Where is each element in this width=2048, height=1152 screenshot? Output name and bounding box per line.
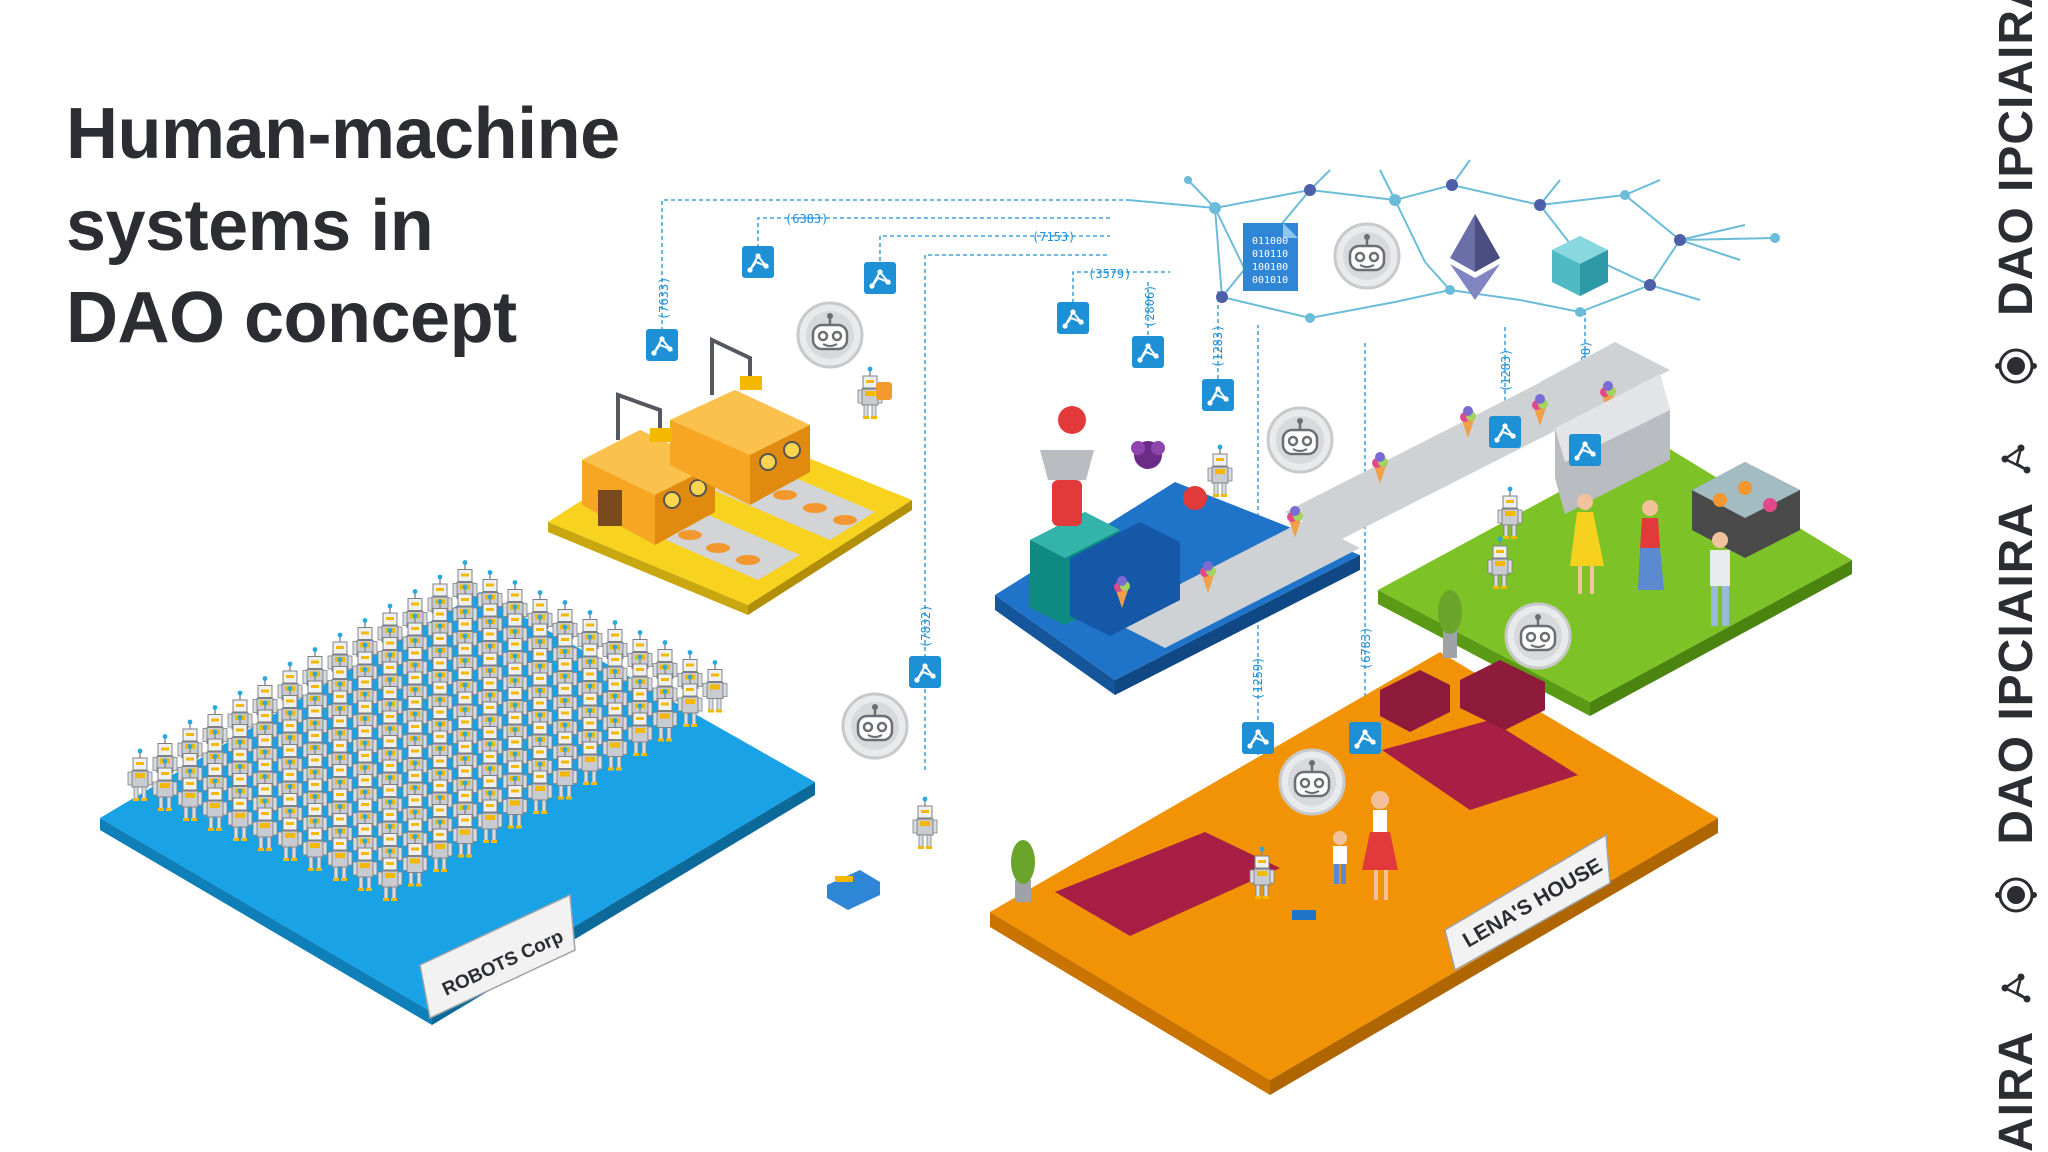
cleaning-robot-group (827, 795, 938, 910)
lena-child (1333, 831, 1347, 884)
blockchain-network: 011000 010110 100100 001010 (1127, 159, 1780, 323)
network-tag-icon (645, 328, 679, 362)
dao-concept-illustration: (7633) (6383) (7153) (3579) (2806) (1283… (100, 159, 1852, 1095)
aira-logo-icon (1999, 971, 2033, 1005)
svg-text:001010: 001010 (1252, 275, 1288, 286)
robots-corp-platform: ROBOTS Corp (100, 559, 815, 1025)
tx-id-1283-a: (1283) (1211, 325, 1225, 368)
tx-id-1259: (1259) (1251, 657, 1265, 700)
transaction-id-labels: (7633) (6383) (7153) (3579) (2806) (1283… (657, 212, 1593, 700)
brand-text: AIRA (1989, 1030, 2043, 1152)
network-tag-icon (1131, 335, 1165, 369)
robot-badge-icon (1266, 406, 1334, 474)
dao-ipci-logo-icon (1992, 871, 2040, 919)
ice-cream-platform (995, 342, 1670, 695)
network-tag-icon (908, 655, 942, 689)
cafe-man (1710, 532, 1730, 626)
aira-logo-icon (1999, 442, 2033, 476)
tx-id-3579: (3579) (1088, 267, 1131, 281)
network-tag-icon (1568, 433, 1602, 467)
tx-id-7153: (7153) (1032, 230, 1075, 244)
tx-id-7832: (7832) (919, 605, 933, 648)
svg-text:100100: 100100 (1252, 262, 1288, 273)
brand-text: AIRA (1989, 501, 2043, 624)
cafe-platform (1378, 374, 1852, 716)
brand-text: DAO IPCI (1989, 623, 2043, 845)
cafe-woman-yellow (1570, 494, 1604, 594)
title-line: systems in (66, 186, 434, 266)
network-tag-icon (1201, 378, 1235, 412)
robot-badge-icon (841, 692, 909, 760)
factory-platform (548, 336, 912, 615)
network-tag-icon (1241, 721, 1275, 755)
ethereum-icon (1450, 214, 1500, 300)
title-line: Human-machine (66, 94, 620, 174)
network-tag-icon (863, 261, 897, 295)
brand-text: AIRA (1989, 0, 2043, 95)
tx-id-1283-b: (1283) (1499, 349, 1513, 392)
svg-text:011000: 011000 (1252, 236, 1288, 247)
tx-id-7633: (7633) (657, 277, 671, 320)
title-line: DAO concept (66, 278, 517, 358)
binary-document-icon: 011000 010110 100100 001010 (1243, 223, 1298, 291)
cafe-woman-red (1638, 500, 1664, 590)
lena-woman (1362, 791, 1398, 900)
cube-icon (1552, 236, 1608, 296)
lenas-house-platform: LENA'S HOUSE (990, 590, 1718, 1095)
brand-text: DAO IPCI (1989, 94, 2043, 316)
robot-badge-icon (1333, 222, 1401, 290)
tx-id-6783: (6783) (1359, 627, 1373, 670)
tx-id-2806: (2806) (1143, 285, 1157, 328)
network-tag-icon (1056, 301, 1090, 335)
network-tag-icon (1488, 415, 1522, 449)
network-tag-icon (1348, 721, 1382, 755)
robot-badge-icon (1278, 748, 1346, 816)
army-robot (702, 659, 728, 714)
dao-ipci-logo-icon (1992, 342, 2040, 390)
svg-text:010110: 010110 (1252, 249, 1288, 260)
tx-id-6383: (6383) (785, 212, 828, 226)
robot-badge-icon (796, 301, 864, 369)
slide-title: Human-machine systems in DAO concept (66, 88, 620, 364)
robot-badge-icon (1504, 602, 1572, 670)
network-tag-icon (741, 245, 775, 279)
